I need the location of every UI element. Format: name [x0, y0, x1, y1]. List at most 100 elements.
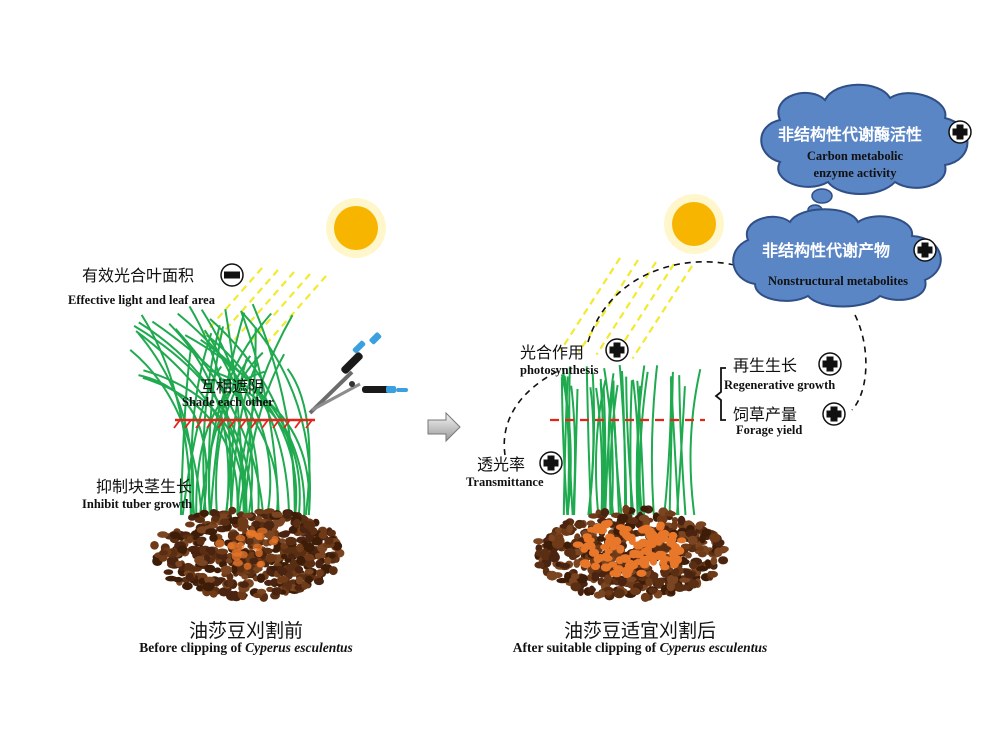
soil-clod: [186, 572, 194, 581]
grass-blade: [612, 380, 623, 516]
soil-clod: [577, 574, 588, 584]
tuber: [616, 546, 625, 554]
soil-clod: [157, 531, 169, 538]
soil-clod: [563, 541, 571, 550]
light-ray: [265, 275, 327, 345]
soil-clod: [285, 581, 292, 591]
soil-clod: [587, 586, 596, 593]
soil-clod: [150, 541, 159, 550]
grass-blade: [663, 376, 673, 516]
soil-clod: [285, 563, 296, 572]
grass-blade: [142, 376, 239, 516]
connector-metabolites-yield: [851, 314, 867, 411]
soil-clod: [320, 563, 333, 571]
grass-blade: [609, 384, 619, 516]
soil-clod: [304, 575, 313, 584]
tuber: [239, 551, 248, 559]
grass-blade: [135, 330, 248, 516]
soil-clod: [252, 520, 261, 527]
plus-icon: [913, 238, 937, 262]
soil-clod: [241, 574, 249, 580]
soil-clod: [256, 588, 267, 595]
sun-icon: [664, 194, 724, 254]
soil-clod: [209, 509, 218, 517]
soil-clod: [219, 513, 228, 519]
tuber: [615, 524, 626, 531]
soil-clod: [638, 514, 650, 522]
grass-blade: [562, 376, 569, 516]
soil-clod: [551, 539, 564, 549]
soil-clod: [283, 509, 292, 518]
tuber: [612, 570, 622, 578]
cut-line: [173, 418, 315, 429]
soil-clod: [698, 551, 707, 558]
soil-clod: [249, 557, 259, 565]
grass-blade: [676, 386, 686, 516]
right-panel: 光合作用 photosynthesis 透光率 Transmittance 再生…: [466, 194, 867, 655]
soil-clod: [640, 505, 649, 512]
soil-clod: [695, 522, 703, 530]
tuber: [655, 524, 665, 531]
soil-clod: [680, 584, 691, 591]
soil-clod: [264, 530, 276, 539]
tuber: [622, 569, 632, 578]
tuber: [236, 542, 245, 551]
shade-en: Shade each other: [182, 395, 274, 409]
light-ray: [249, 273, 311, 343]
tuber: [243, 562, 252, 570]
light-rays: [559, 257, 693, 360]
soil-clod: [328, 553, 336, 559]
soil-clod: [304, 568, 314, 575]
cut-tick: [250, 419, 258, 429]
soil-clod: [198, 577, 206, 585]
soil-clod: [303, 520, 316, 530]
soil-clod: [718, 556, 729, 565]
soil-clod: [239, 581, 249, 588]
soil-clod: [304, 553, 314, 561]
soil-clod: [277, 567, 288, 576]
soil-clod: [177, 545, 188, 554]
soil-clod: [263, 521, 275, 530]
soil-clod: [645, 577, 653, 587]
tuber: [252, 543, 263, 551]
soil-clod: [559, 562, 571, 569]
light-ray: [631, 265, 693, 360]
soil-clod: [213, 567, 222, 574]
tuber: [639, 525, 650, 534]
soil-clod: [666, 581, 675, 592]
soil-clod: [655, 577, 666, 585]
soil-clod: [295, 576, 304, 585]
tuber: [677, 537, 687, 544]
soil-clod: [597, 535, 605, 542]
grass-blade: [570, 385, 577, 516]
soil-clod: [304, 558, 316, 569]
minus-icon: [220, 263, 244, 287]
soil-clod: [204, 564, 216, 573]
soil-clod: [685, 552, 692, 559]
soil-clod: [284, 557, 292, 563]
soil-clod: [709, 533, 721, 543]
soil-clod: [269, 565, 278, 571]
grass-blades: [560, 364, 702, 516]
transmittance-en: Transmittance: [466, 475, 544, 489]
soil-clod: [186, 535, 193, 544]
forage-en: Forage yield: [736, 423, 802, 437]
soil-clod: [182, 562, 194, 573]
soil-clod: [253, 566, 263, 572]
soil-clod: [688, 579, 699, 589]
photosynthesis-en: photosynthesis: [520, 363, 599, 377]
metabolites-en: Nonstructural metabolites: [768, 274, 908, 288]
soil-clod: [299, 514, 308, 524]
soil-clod: [696, 565, 708, 572]
soil-clod: [548, 534, 555, 542]
right-caption-zh: 油莎豆适宜刈割后: [564, 620, 716, 642]
soil-clod: [324, 557, 332, 565]
soil-clod: [294, 584, 303, 591]
tuber: [227, 541, 238, 550]
tuber: [572, 541, 584, 548]
grass-blade: [181, 365, 223, 516]
grass-blade: [599, 378, 605, 516]
cut-tick: [184, 419, 192, 429]
grass-blade: [635, 365, 646, 516]
soil-clod: [288, 525, 298, 534]
